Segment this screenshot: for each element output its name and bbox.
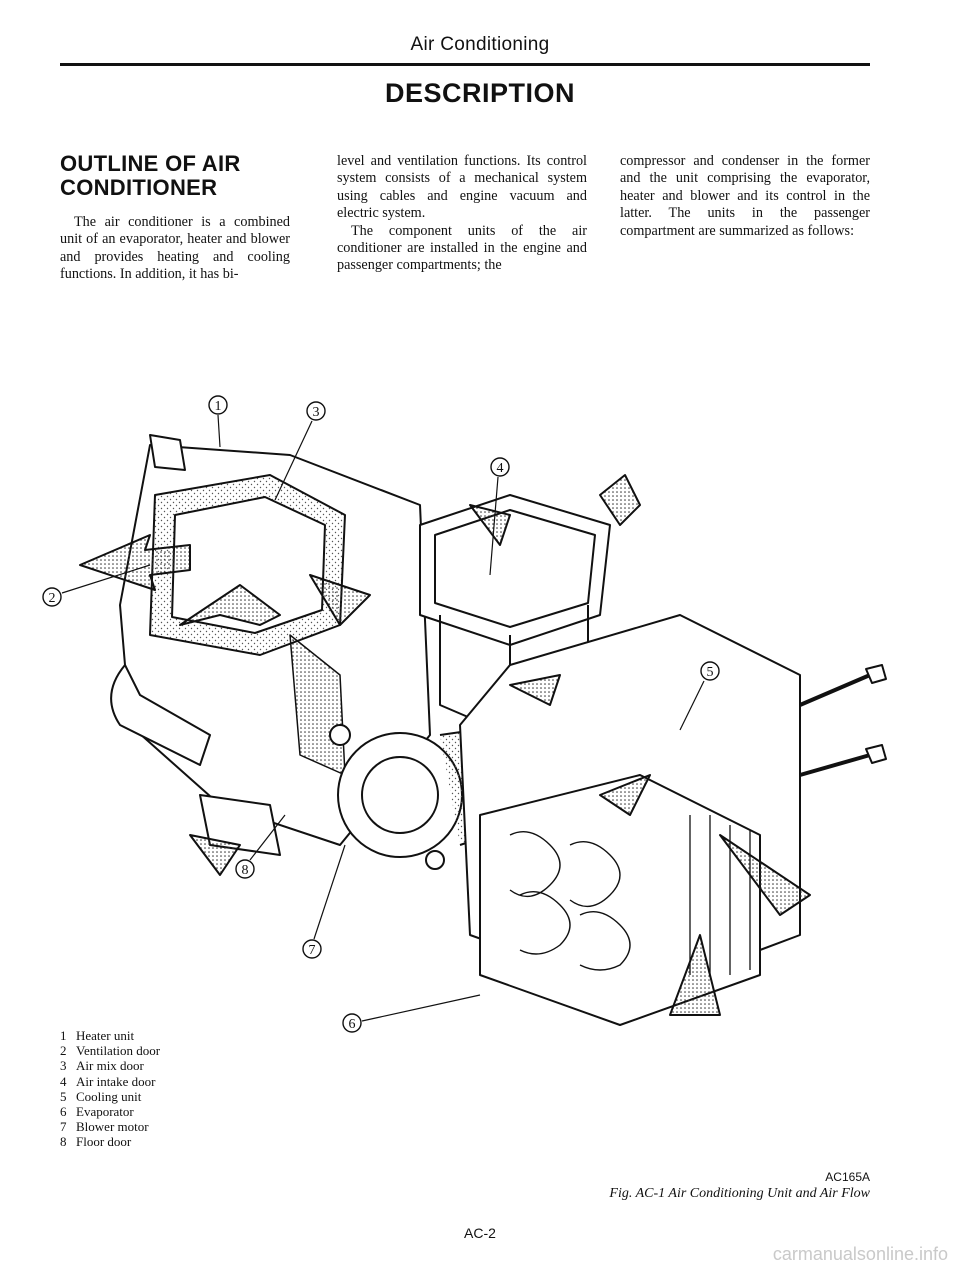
watermark: carmanualsonline.info	[772, 1244, 948, 1264]
page-number: AC-2	[464, 1225, 496, 1241]
col1-paragraph: The air conditioner is a combined unit o…	[60, 214, 290, 283]
outline-heading-line2: CONDITIONER	[60, 175, 218, 200]
outline-heading: OUTLINE OF AIR CONDITIONER	[60, 152, 290, 200]
header-rule	[60, 63, 870, 66]
text-column-3: compressor and condenser in the former a…	[620, 153, 870, 240]
figure-caption: Fig. AC-1 Air Conditioning Unit and Air …	[609, 1186, 870, 1201]
running-head: Air Conditioning	[410, 34, 550, 55]
callout-5: 5	[707, 665, 714, 680]
callout-3: 3	[313, 405, 320, 420]
callout-7: 7	[309, 943, 316, 958]
callout-2: 2	[49, 591, 56, 606]
figure-code: AC165A	[825, 1170, 870, 1184]
text-column-1: OUTLINE OF AIR CONDITIONER The air condi…	[60, 152, 290, 284]
section-title: DESCRIPTION	[384, 78, 576, 108]
air-conditioning-unit-illustration: 1 2 3 4 5 6 7 8	[42, 395, 887, 1033]
col2-paragraph-2: The component units of the air condition…	[337, 222, 587, 274]
outline-heading-line1: OUTLINE OF AIR	[60, 151, 241, 176]
callout-1: 1	[215, 399, 222, 414]
callout-8: 8	[242, 863, 249, 878]
col3-paragraph: compressor and condenser in the former a…	[620, 153, 870, 239]
callout-4: 4	[497, 461, 504, 476]
text-column-2: level and ventilation functions. Its con…	[337, 153, 587, 275]
callout-6: 6	[349, 1017, 356, 1032]
col2-paragraph-1: level and ventilation functions. Its con…	[337, 153, 587, 222]
